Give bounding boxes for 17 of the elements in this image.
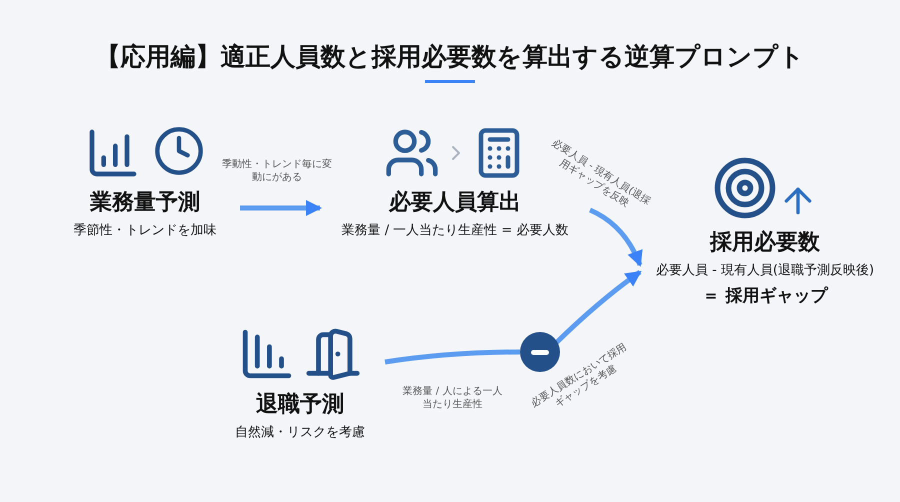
edge-label: 必要人員 - 現有人員(退採用ギャップを反映 bbox=[548, 136, 654, 212]
node-subtitle: 必要人員 - 現有人員(退職予測反映後) bbox=[656, 262, 874, 280]
title: 【応用編】適正人員数と採用必要数を算出する逆算プロンプト bbox=[94, 41, 806, 73]
node-title: 採用必要数 bbox=[710, 229, 820, 256]
node-title: 業務量予測 bbox=[90, 189, 200, 216]
flow-arrow bbox=[554, 270, 642, 345]
edge-label: 季動性・トレンド毎に変動にがある bbox=[222, 158, 332, 184]
node-subtitle: 自然減・リスクを考慮 bbox=[235, 424, 365, 442]
node-title: 退職予測 bbox=[256, 391, 344, 418]
flow-arrow bbox=[240, 200, 322, 216]
node-subtitle: 業務量 / 一人当たり生産性 = 必要人数 bbox=[342, 222, 568, 240]
edge-label: 必要人員数において採用ギャップを考慮 bbox=[528, 340, 630, 412]
node-subtitle: 季節性・トレンドを加味 bbox=[74, 222, 216, 240]
node-title: 必要人員算出 bbox=[389, 189, 521, 216]
edge-label: 業務量 / 人による一人当たり生産性 bbox=[402, 385, 504, 411]
flow-arrow bbox=[588, 208, 642, 267]
node-result: ＝ 採用ギャップ bbox=[702, 285, 828, 308]
